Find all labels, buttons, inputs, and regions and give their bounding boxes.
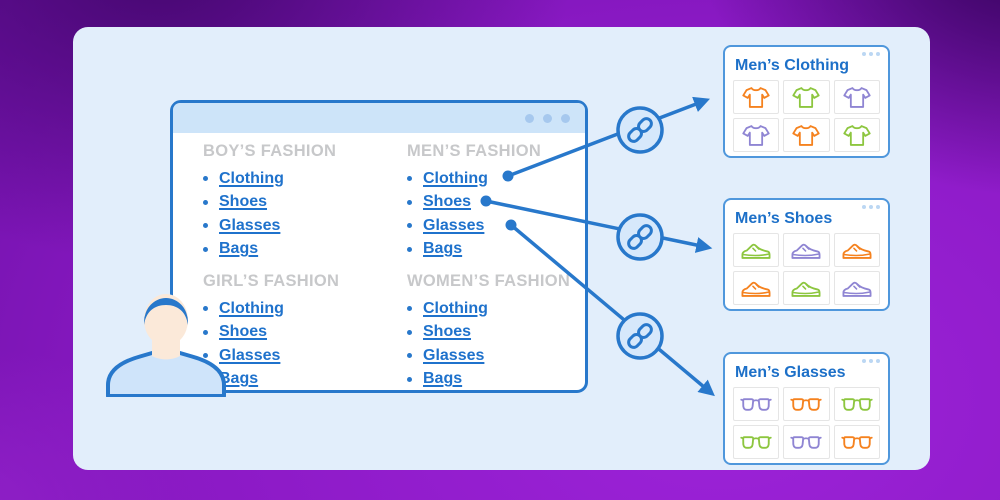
section-heading: WOMEN’S FASHION [407,272,571,290]
nav-item: Glasses [407,214,579,238]
result-panel-mens-glasses: Men’s Glasses [723,352,890,465]
product-cell [733,387,780,421]
window-header [173,103,585,133]
window-dot-icon [525,113,534,123]
sneaker-icon [740,278,772,299]
nav-item: Shoes [203,321,407,345]
nav-item: Glasses [407,344,579,368]
product-cell [833,271,880,305]
panel-title: Men’s Shoes [735,210,833,227]
nav-link-mens-glasses[interactable]: Glasses [423,216,485,234]
glasses-icon [841,435,873,450]
panel-dots-icon [733,203,880,210]
nav-section-girls: GIRL’S FASHION Clothing Shoes Glasses Ba… [203,271,407,391]
glasses-icon [740,397,772,412]
product-cell [733,118,780,152]
sneaker-icon [790,240,822,261]
result-panel-mens-shoes: Men’s Shoes [723,198,890,311]
panel-dots-icon [733,357,880,364]
nav-item: Bags [407,368,579,392]
product-cell [733,233,780,267]
nav-item: Bags [407,238,579,262]
nav-link[interactable]: Shoes [219,193,268,211]
nav-link[interactable]: Clothing [219,299,284,317]
nav-item: Clothing [407,167,579,191]
nav-item: Shoes [203,191,407,215]
tshirt-icon [741,86,771,109]
product-cell [783,271,830,305]
product-cell [783,233,830,267]
product-cell [783,118,830,152]
result-panel-mens-clothing: Men’s Clothing [723,45,890,158]
sneaker-icon [790,278,822,299]
sneaker-icon [740,240,772,261]
product-cell [783,387,830,421]
product-cell [783,80,830,114]
sneaker-icon [841,240,873,261]
person-icon [102,292,230,402]
browser-window: BOY’S FASHION Clothing Shoes Glasses Bag… [170,100,588,393]
nav-item: Clothing [407,297,579,321]
nav-item: Bags [203,368,407,392]
product-cell [733,425,780,459]
nav-link-mens-shoes[interactable]: Shoes [423,193,472,211]
nav-link[interactable]: Glasses [423,346,485,364]
nav-item: Shoes [407,191,579,215]
nav-section-womens: WOMEN’S FASHION Clothing Shoes Glasses B… [407,271,579,391]
tshirt-icon [842,124,872,147]
nav-item: Bags [203,238,407,262]
nav-section-boys: BOY’S FASHION Clothing Shoes Glasses Bag… [203,141,407,261]
tshirt-icon [791,124,821,147]
sneaker-icon [841,278,873,299]
product-grid [733,80,880,152]
glasses-icon [740,435,772,450]
product-cell [833,425,880,459]
product-cell [783,425,830,459]
window-body: BOY’S FASHION Clothing Shoes Glasses Bag… [173,133,585,391]
product-grid [733,387,880,459]
tshirt-icon [842,86,872,109]
nav-link[interactable]: Shoes [423,323,472,341]
section-heading: GIRL’S FASHION [203,272,340,290]
window-dot-icon [543,113,552,123]
nav-list: Clothing Shoes Glasses Bags [407,167,579,261]
nav-link[interactable]: Bags [423,240,463,258]
nav-list: Clothing Shoes Glasses Bags [407,297,579,391]
glasses-icon [790,397,822,412]
glasses-icon [790,435,822,450]
panel-title: Men’s Clothing [735,57,850,74]
nav-list: Clothing Shoes Glasses Bags [203,167,407,261]
product-cell [733,80,780,114]
panel-dots-icon [733,50,880,57]
nav-item: Shoes [407,321,579,345]
product-cell [833,387,880,421]
nav-link[interactable]: Clothing [219,169,284,187]
tshirt-icon [791,86,821,109]
product-cell [733,271,780,305]
nav-link[interactable]: Shoes [219,323,268,341]
nav-link[interactable]: Glasses [219,346,281,364]
product-cell [833,80,880,114]
nav-link[interactable]: Bags [219,370,259,388]
nav-item: Clothing [203,297,407,321]
nav-item: Glasses [203,214,407,238]
tshirt-icon [741,124,771,147]
product-cell [833,118,880,152]
section-heading: MEN’S FASHION [407,142,542,160]
panel-title: Men’s Glasses [735,364,846,381]
window-dot-icon [561,113,570,123]
nav-link[interactable]: Bags [219,240,259,258]
glasses-icon [841,397,873,412]
nav-item: Glasses [203,344,407,368]
nav-link[interactable]: Bags [423,370,463,388]
nav-section-mens: MEN’S FASHION Clothing Shoes Glasses Bag… [407,141,579,261]
nav-link[interactable]: Glasses [219,216,281,234]
nav-link[interactable]: Clothing [423,299,488,317]
nav-link-mens-clothing[interactable]: Clothing [423,169,488,187]
product-cell [833,233,880,267]
section-heading: BOY’S FASHION [203,142,337,160]
nav-item: Clothing [203,167,407,191]
nav-list: Clothing Shoes Glasses Bags [203,297,407,391]
product-grid [733,233,880,305]
